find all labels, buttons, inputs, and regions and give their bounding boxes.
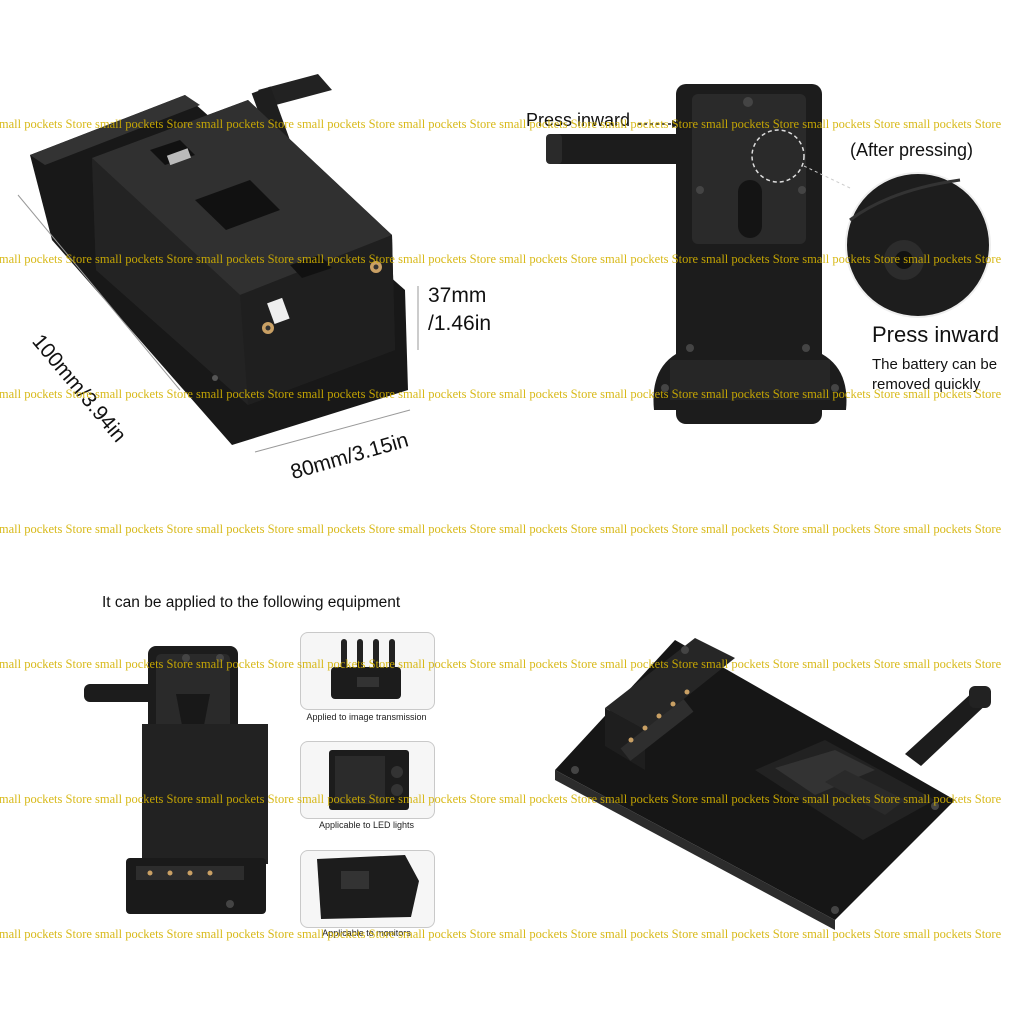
monitor-caption: Applicable to monitors	[322, 928, 411, 938]
led-light-caption: Applicable to LED lights	[318, 820, 415, 830]
adapter-plate-front-photo	[84, 646, 268, 914]
image-transmission-thumbnail	[300, 632, 435, 710]
monitor-icon	[317, 855, 419, 919]
led-light-thumbnail	[300, 741, 435, 819]
adapter-plate-perspective-photo	[555, 638, 991, 930]
after-pressing-label: (After pressing)	[850, 140, 974, 160]
height-dimension-label-line1: 37mm	[428, 284, 487, 307]
adapter-plate-dimension-photo	[17, 74, 419, 453]
adapter-plate-back-photo	[546, 84, 991, 424]
transmitter-icon	[331, 639, 401, 699]
height-dimension-label-line2: /1.46in	[428, 312, 492, 335]
led-panel-icon	[329, 750, 409, 810]
applications-heading: It can be applied to the following equip…	[102, 594, 401, 611]
image-transmission-caption: Applied to image transmission	[306, 712, 427, 722]
battery-note-line1: The battery can be	[872, 356, 998, 373]
press-inward-label-detail: Press inward	[872, 322, 1000, 347]
battery-note-line2: removed quickly	[872, 376, 981, 393]
watermark-row-4: small pockets Store small pockets Store …	[0, 522, 1002, 536]
press-inward-label-top: Press inward	[526, 110, 631, 130]
monitor-thumbnail	[300, 850, 435, 928]
